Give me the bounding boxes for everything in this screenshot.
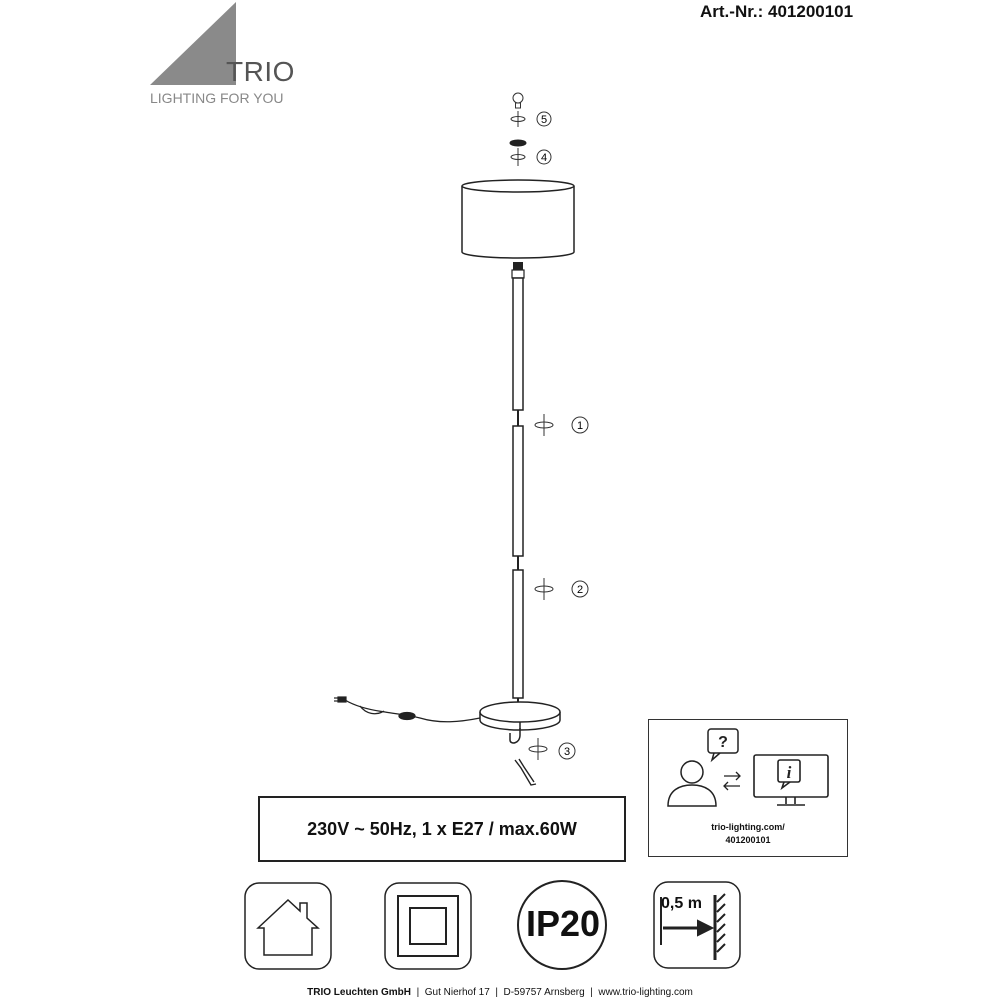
info-url[interactable]: trio-lighting.com/	[711, 822, 785, 832]
plug-icon	[334, 696, 347, 703]
ring-icon	[509, 139, 527, 147]
lamp-shade	[461, 179, 575, 259]
footer-address: Gut Nierhof 17	[424, 987, 490, 998]
bulb-icon	[512, 92, 524, 109]
monitor-info-icon: i	[753, 754, 829, 806]
electrical-spec: 230V ~ 50Hz, 1 x E27 / max.60W	[307, 818, 577, 839]
step-number: 1	[577, 420, 583, 432]
wrench-icon	[514, 758, 537, 786]
footer-website[interactable]: www.trio-lighting.com	[598, 987, 693, 998]
rotate-icon	[510, 111, 552, 127]
rotate-icon	[510, 148, 552, 166]
rotate-icon	[534, 414, 589, 436]
footer: TRIO Leuchten GmbH | Gut Nierhof 17 | D-…	[307, 987, 693, 998]
article-number: Art.-Nr.: 401200101	[700, 2, 854, 21]
house-icon	[256, 898, 320, 956]
svg-text:?: ?	[718, 734, 728, 751]
svg-text:i: i	[787, 763, 792, 782]
ip-rating-circle	[517, 880, 607, 970]
socket-collar	[511, 269, 525, 279]
socket	[513, 262, 523, 270]
electrical-spec-box: 230V ~ 50Hz, 1 x E27 / max.60W	[258, 796, 626, 862]
user-icon	[667, 760, 717, 807]
step-number: 2	[577, 584, 583, 596]
footer-city: D-59757 Arnsberg	[503, 987, 585, 998]
class2-symbol-frame	[384, 882, 472, 970]
info-article-number: 401200101	[725, 835, 771, 845]
logo-triangle	[150, 2, 236, 85]
step-number: 3	[564, 746, 570, 758]
distance-symbol-frame	[653, 881, 741, 969]
brand-name: TRIO	[226, 56, 295, 87]
double-insulation-icon	[397, 895, 459, 957]
indoor-symbol-frame	[244, 882, 332, 970]
ip-rating: IP20	[525, 903, 601, 944]
step-number: 4	[541, 152, 547, 164]
power-cable	[344, 699, 481, 723]
min-distance: 0,5 m	[661, 895, 702, 912]
distance-arrow-icon	[660, 893, 726, 960]
step-number: 5	[541, 114, 547, 126]
brand-tagline: LIGHTING FOR YOU	[150, 90, 284, 106]
screw-icon	[509, 722, 521, 744]
pole	[512, 277, 524, 699]
question-bubble-icon: ?	[707, 728, 739, 763]
footer-company: TRIO Leuchten GmbH	[307, 987, 412, 998]
rotate-icon	[534, 578, 589, 600]
info-box: trio-lighting.com/ 401200101	[648, 719, 848, 857]
swap-arrows-icon	[723, 771, 741, 791]
rotate-icon	[528, 738, 576, 760]
